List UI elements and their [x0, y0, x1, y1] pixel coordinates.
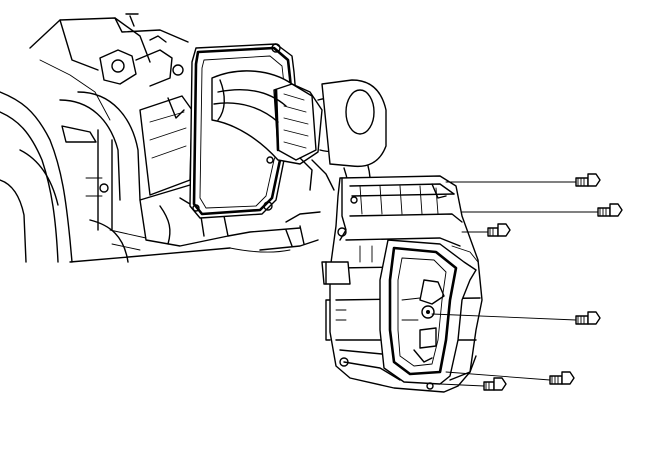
- bolt-icon: [439, 377, 507, 391]
- bolt-icon: [445, 173, 601, 187]
- bolt-set: [431, 173, 623, 391]
- blower-case: [321, 175, 483, 393]
- mounting-bracket: [189, 43, 387, 231]
- bolt-icon: [461, 203, 623, 217]
- bolt-icon: [461, 223, 511, 237]
- bolt-icon: [445, 371, 575, 385]
- bolt-icon: [431, 311, 601, 325]
